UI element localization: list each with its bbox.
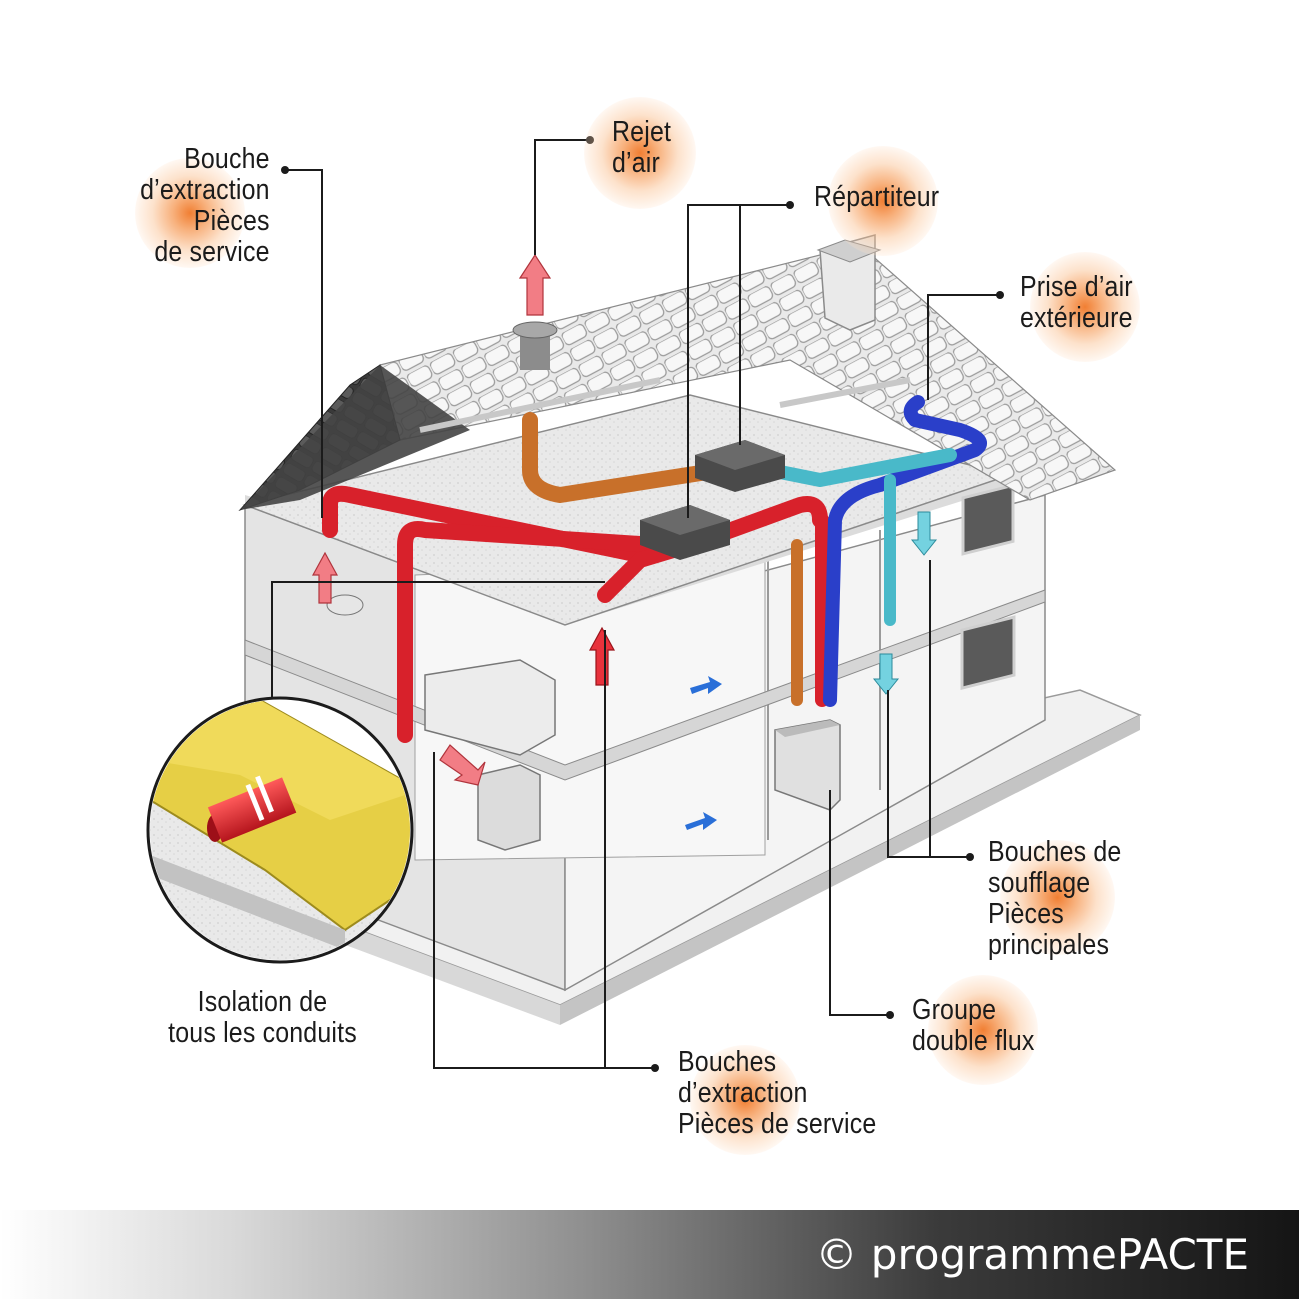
label-bouches-soufflage: Bouches de soufflage Pièces principales — [988, 836, 1122, 961]
accent-glow — [1000, 840, 1115, 955]
label-bouches-extraction-bottom: Bouches d’extraction Pièces de service — [678, 1046, 877, 1140]
accent-glow — [828, 146, 938, 256]
supply-duct — [763, 448, 957, 487]
accent-glow — [135, 158, 245, 268]
fresh-air-duct — [823, 395, 987, 707]
label-groupe-double-flux: Groupe double flux — [912, 994, 1035, 1057]
distribution-box — [695, 440, 785, 492]
reject-arrow — [518, 253, 552, 316]
label-prise-air: Prise d’air extérieure — [1020, 271, 1133, 334]
accent-glow — [690, 1045, 800, 1155]
insulation-detail — [146, 696, 414, 964]
supply-arrow — [685, 511, 938, 830]
label-bouche-extraction-top: Bouche d’extraction Pièces de service — [140, 143, 270, 268]
label-isolation: Isolation de tous les conduits — [168, 986, 357, 1049]
stove — [477, 764, 541, 851]
accent-glow — [1030, 252, 1140, 362]
leader-lines — [271, 139, 1000, 1069]
copyright-text: © programmePACTE — [815, 1230, 1249, 1279]
label-repartiteur: Répartiteur — [814, 181, 940, 213]
bathtub — [424, 659, 556, 756]
reject-duct — [522, 412, 728, 503]
toilet — [326, 594, 364, 616]
extract-duct — [322, 485, 648, 563]
roof-outlet — [512, 321, 558, 370]
extract-arrow — [311, 551, 616, 786]
distribution-box — [640, 505, 730, 560]
dual-flow-unit — [774, 719, 841, 811]
footer-bar — [0, 1210, 1299, 1299]
accent-glow — [928, 975, 1038, 1085]
accent-glow — [584, 97, 696, 209]
label-rejet-air: Rejet d’air — [612, 116, 672, 179]
extract-duct — [397, 521, 663, 743]
